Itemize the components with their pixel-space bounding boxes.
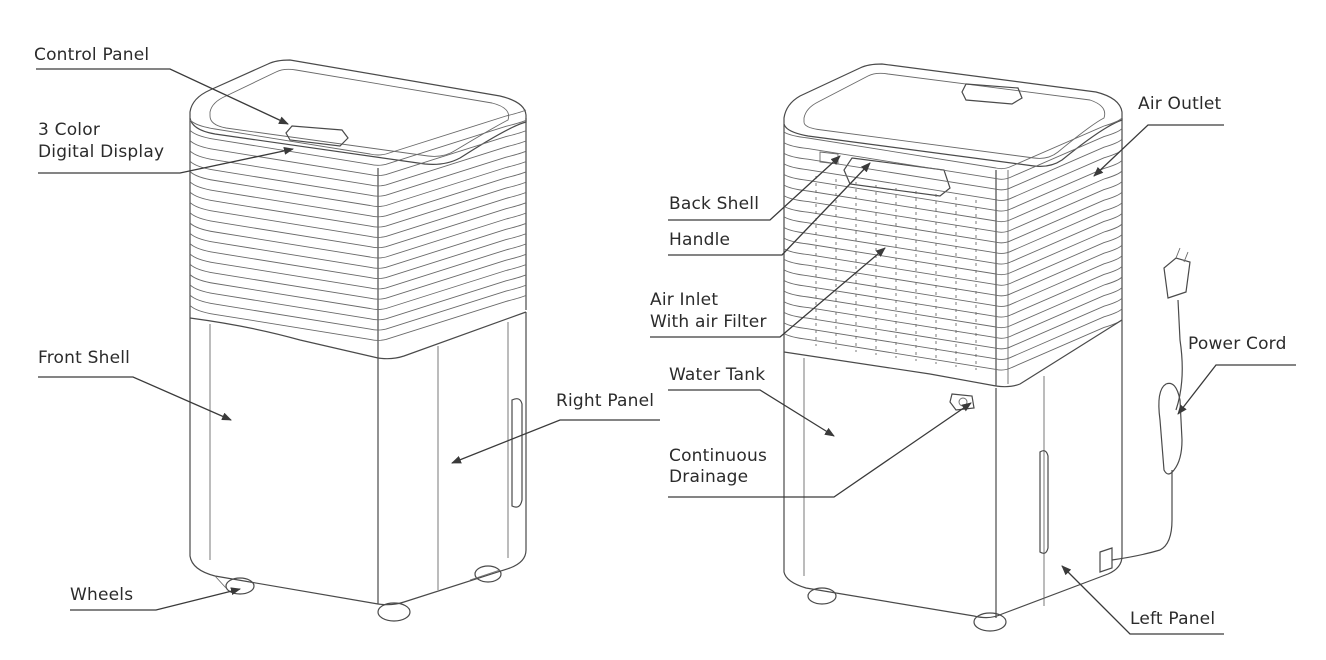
grille-rib [995,213,1123,265]
grille-rib [995,308,1123,360]
grille-rib [783,280,997,317]
grille-rib [783,195,997,233]
grille-rib [783,205,997,243]
grille-rib [189,109,527,156]
grille-rib [995,117,1123,170]
grille-rib [783,290,997,328]
grille-rib [995,160,1123,212]
grille-rib [783,227,997,264]
label-continuous: Continuous [669,446,768,466]
grille-rib [783,269,997,307]
label-digital-display: Digital Display [38,142,165,162]
grille-rib [783,258,997,296]
grille-rib [189,119,527,166]
grille-rib [189,253,527,300]
label-handle: Handle [669,230,731,250]
label-3-color: 3 Color [38,120,101,140]
front-view-unit [189,59,527,622]
grille-rib [783,216,997,254]
grille-rib [995,244,1123,297]
label-right-panel: Right Panel [556,391,655,411]
grille-rib [995,255,1123,307]
grille-rib [783,174,997,211]
grille-rib [995,170,1123,223]
label-left-panel: Left Panel [1130,609,1216,629]
grille-rib [783,311,997,349]
grille-rib [783,333,997,370]
grille-rib [189,130,527,177]
grille-rib [189,243,527,290]
grille-rib [783,142,997,180]
label-water-tank: Water Tank [669,365,766,385]
grille-rib [995,202,1123,254]
label-air-outlet: Air Outlet [1138,94,1222,114]
grille-rib [189,274,527,321]
label-back-shell: Back Shell [669,194,760,214]
grille-rib [783,322,997,360]
grille-rib [189,222,527,269]
label-power-cord: Power Cord [1188,334,1287,354]
grille-rib [995,297,1123,350]
label-control-panel: Control Panel [34,45,150,65]
grille-rib [995,138,1123,191]
grille-rib [783,248,997,286]
label-wheels: Wheels [70,585,134,605]
grille-rib [995,234,1123,286]
grille-rib [995,223,1123,276]
grille-rib [189,191,527,238]
back-view-unit [783,63,1191,632]
grille-rib [189,171,527,218]
grille-rib [783,184,997,222]
label-air-inlet: Air Inlet [650,290,719,310]
grille-rib [995,276,1123,329]
grille-rib [995,181,1123,233]
grille-rib [189,181,527,228]
grille-rib [783,131,997,169]
label-drainage: Drainage [669,467,749,487]
label-with-air-filter: With air Filter [650,312,767,332]
grille-rib [189,202,527,249]
grille-rib [995,128,1123,180]
grille-rib [783,152,997,190]
grille-rib [995,266,1123,318]
label-front-shell: Front Shell [38,348,131,368]
grille-rib [189,233,527,280]
grille-rib [189,161,527,207]
grille-rib [783,301,997,339]
grille-rib [783,163,997,201]
grille-rib [189,264,527,310]
grille-rib [189,140,527,187]
grille-rib [189,150,527,197]
grille-rib [189,284,527,331]
grille-rib [995,191,1123,244]
leader-lines [36,68,1296,635]
grille-rib [995,287,1123,339]
grille-rib [189,294,527,341]
grille-rib [189,212,527,259]
